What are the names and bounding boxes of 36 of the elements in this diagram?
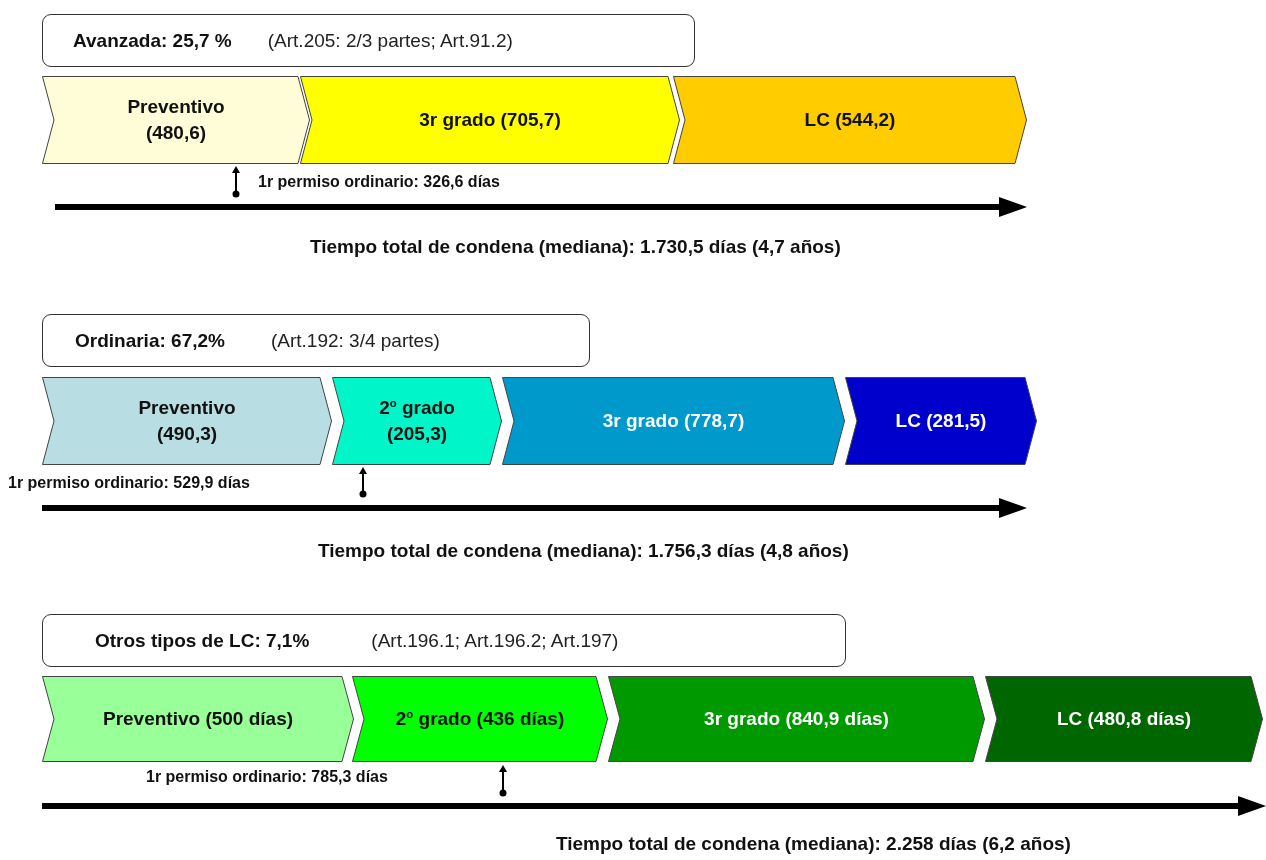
header-box: [42, 314, 590, 367]
phase-label: Preventivo (500 días): [101, 707, 295, 732]
article-reference: (Art.196.1; Art.196.2; Art.197): [371, 629, 619, 652]
phase-block: [673, 76, 1027, 164]
phase-block: [42, 377, 332, 465]
permit-note: 1r permiso ordinario: 326,6 días: [258, 173, 500, 191]
phase-block: [985, 676, 1263, 762]
phase-label: Preventivo (490,3): [137, 396, 237, 446]
phase-block: [845, 377, 1037, 465]
header-box: [42, 614, 846, 667]
phase-label: Preventivo (480,6): [126, 95, 226, 145]
phase-label: 3r grado (778,7): [601, 409, 746, 434]
phase-label: LC (281,5): [894, 409, 988, 434]
phase-label: LC (544,2): [803, 108, 897, 133]
header-box: [42, 14, 695, 67]
total-time-text: Tiempo total de condena (mediana): 1.756,3 días (4,8 años): [318, 540, 849, 562]
header-title: Ordinaria: 67,2%: [75, 329, 225, 352]
phase-label: LC (480,8 días): [1055, 707, 1193, 732]
phase-block: [42, 76, 310, 164]
phase-block: [332, 377, 502, 465]
total-time-text: Tiempo total de condena (mediana): 1.730,5 días (4,7 años): [310, 236, 841, 258]
article-reference: (Art.192: 3/4 partes): [270, 329, 440, 352]
permit-note: 1r permiso ordinario: 785,3 días: [146, 768, 388, 786]
header-title: Otros tipos de LC: 7,1%: [95, 629, 310, 652]
phase-label: 3r grado (840,9 días): [703, 707, 890, 732]
article-reference: (Art.205: 2/3 partes; Art.91.2): [267, 29, 513, 52]
phase-block: [300, 76, 680, 164]
total-time-text: Tiempo total de condena (mediana): 2.258 días (6,2 años): [556, 833, 1071, 855]
phase-label: 3r grado (705,7): [418, 108, 562, 133]
phase-block: [352, 676, 608, 762]
header-title: Avanzada: 25,7 %: [73, 29, 232, 52]
phase-label: 2$^{o}$ grado (205,3): [378, 396, 456, 446]
phase-label: 2$^{o}$ grado (436 días): [394, 706, 566, 732]
phase-block: [42, 676, 354, 762]
phase-block: [502, 377, 845, 465]
phase-block: [608, 676, 985, 762]
